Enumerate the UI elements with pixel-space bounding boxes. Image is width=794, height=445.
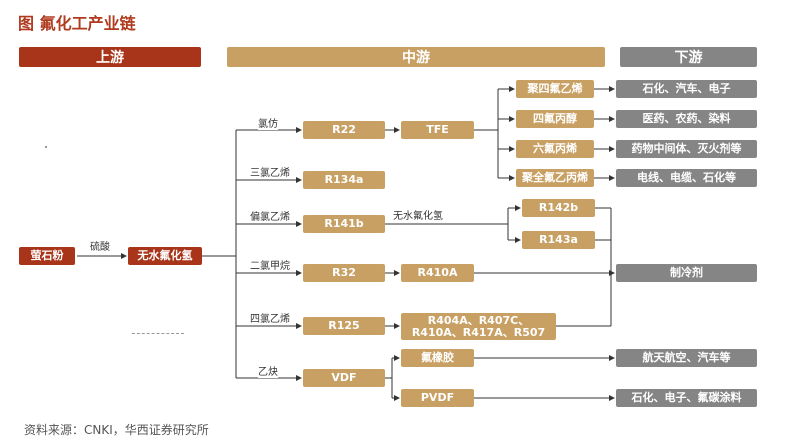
node-r134a: R134a (303, 171, 385, 189)
edge-label-tetrachloroethylene: 四氯乙烯 (250, 310, 290, 325)
node-r410a: R410A (401, 264, 474, 282)
decorative-dot (45, 146, 47, 148)
blend-line-1: R404A、R407C、 (427, 313, 530, 327)
app-tetrafluoropropanol: 医药、农药、染料 (616, 110, 757, 128)
edge-label-trichloroethylene: 三氯乙烯 (250, 164, 290, 179)
node-fluoroelastomer: 氟橡胶 (401, 349, 474, 367)
node-tfe: TFE (401, 121, 474, 139)
node-tetrafluoropropanol: 四氟丙醇 (516, 110, 594, 128)
node-hexafluoropropylene: 六氟丙烯 (516, 140, 594, 158)
node-pvdf: PVDF (401, 389, 474, 407)
edge-label-acetylene: 乙炔 (258, 363, 278, 378)
app-ptfe: 石化、汽车、电子 (616, 80, 757, 98)
node-refrigerant-blends: R404A、R407C、 R410A、R417A、R507 (401, 313, 556, 340)
node-r143a: R143a (522, 231, 595, 249)
app-fep: 电线、电缆、石化等 (616, 169, 757, 187)
blend-line-2: R410A、R417A、R507 (411, 325, 546, 339)
decorative-dashed-line (132, 333, 184, 334)
edge-label-sulfuric-acid: 硫酸 (90, 238, 110, 253)
downstream-header: 下游 (620, 47, 757, 67)
app-fluoroelastomer: 航天航空、汽车等 (616, 349, 757, 367)
node-ptfe: 聚四氟乙烯 (516, 80, 594, 98)
edge-label-vinylidene-chloride: 偏氯乙烯 (250, 208, 290, 223)
node-vdf: VDF (303, 369, 385, 387)
source-note: 资料来源：CNKI，华西证券研究所 (24, 423, 209, 437)
node-r32: R32 (303, 264, 385, 282)
upstream-header: 上游 (19, 47, 201, 67)
app-pvdf: 石化、电子、氟碳涂料 (616, 389, 757, 407)
node-fep: 聚全氟乙丙烯 (516, 169, 594, 187)
app-hexafluoropropylene: 药物中间体、灭火剂等 (616, 140, 757, 158)
midstream-header: 中游 (227, 47, 605, 67)
edge-label-dichloromethane: 二氯甲烷 (250, 257, 290, 272)
node-r142b: R142b (522, 199, 595, 217)
edge-label-anhydrous-hf: 无水氟化氢 (393, 207, 443, 222)
app-refrigerant: 制冷剂 (616, 264, 757, 282)
edge-label-chloroform: 氯仿 (258, 115, 278, 130)
node-r125: R125 (303, 317, 385, 335)
node-r141b: R141b (303, 215, 385, 233)
node-anhydrous-hf: 无水氟化氢 (128, 247, 202, 265)
node-fluorite-powder: 萤石粉 (19, 247, 75, 265)
node-r22: R22 (303, 121, 385, 139)
page-title: 图 氟化工产业链 (18, 14, 136, 33)
